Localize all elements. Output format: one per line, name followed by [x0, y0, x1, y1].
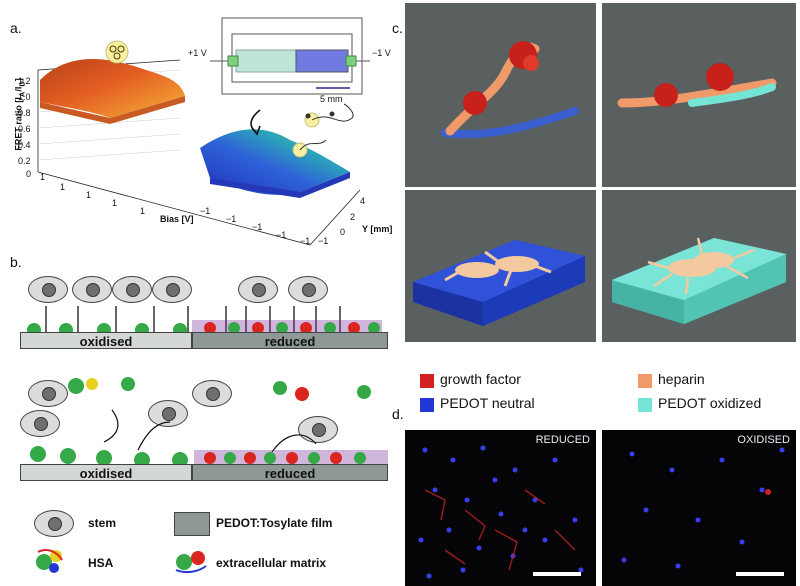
y-axis-label: Y [mm]	[362, 224, 393, 234]
protein-layer-bottom	[30, 377, 388, 474]
bias-axis-label: Bias [V]	[160, 214, 194, 224]
fret-surface-plot	[37, 17, 370, 246]
micrograph-reduced-label: REDUCED	[535, 434, 590, 446]
panel-letter-d: d.	[392, 406, 404, 422]
bias-tick: −1	[252, 222, 263, 232]
z-tick: 1.0	[18, 92, 31, 102]
legend-ecm-icon	[175, 551, 207, 574]
inset-scale-label: 5 mm	[320, 94, 343, 104]
tile-oxidized-molecules	[602, 3, 796, 187]
panel-c: c.	[392, 0, 800, 420]
cell	[288, 276, 328, 303]
fret-molecule-icon	[105, 40, 129, 64]
legend-hsa-icon	[36, 549, 63, 573]
bias-tick: 1	[140, 206, 146, 216]
z-tick: 0	[26, 169, 32, 179]
cell	[20, 410, 60, 437]
legend-film-label: PEDOT:Tosylate film	[216, 516, 333, 530]
bias-tick: 1	[112, 198, 118, 208]
panel-letter-a: a.	[10, 20, 22, 36]
cell	[152, 276, 192, 303]
legend-stem-label: stem	[88, 516, 117, 530]
panel-letter-b: b.	[10, 254, 22, 270]
bias-tick: 1	[40, 172, 46, 182]
oxidised-substrate-top: oxidised	[20, 332, 192, 349]
panel-letter-c: c.	[392, 20, 403, 36]
inset-left-voltage: +1 V	[188, 48, 207, 58]
legend-swatch	[420, 374, 434, 388]
bias-tick: −1	[200, 206, 211, 216]
cell	[112, 276, 152, 303]
z-tick: 1.2	[18, 76, 31, 86]
bias-tick: −1	[300, 236, 311, 246]
scale-bar	[533, 572, 581, 576]
legend-ecm-label: extracellular matrix	[216, 556, 327, 570]
bias-tick: −1	[276, 230, 287, 240]
cell	[28, 380, 68, 407]
reduced-substrate-bottom: reduced	[192, 464, 388, 481]
micrograph-oxidised: OXIDISED	[602, 430, 796, 586]
y-tick: 4	[360, 196, 366, 206]
z-tick: 0.6	[18, 124, 31, 134]
legend-label: growth factor	[440, 371, 521, 387]
legend-swatch	[638, 374, 652, 388]
cell	[192, 380, 232, 407]
scale-bar	[736, 572, 784, 576]
cell	[28, 276, 68, 303]
legend-label: heparin	[658, 371, 705, 387]
bias-tick: −1	[226, 214, 237, 224]
z-tick: 0.8	[18, 108, 31, 118]
tile-oxidized-cells	[602, 190, 796, 342]
legend-film-icon	[174, 512, 210, 536]
reduced-substrate-top: reduced	[192, 332, 388, 349]
panel-a: a.	[0, 0, 400, 250]
z-tick: 0.2	[18, 156, 31, 166]
bias-tick: 1	[86, 190, 92, 200]
cell	[238, 276, 278, 303]
y-tick: 0	[340, 227, 346, 237]
y-tick: −1	[318, 236, 329, 246]
device-inset	[210, 17, 370, 95]
y-tick: 2	[350, 212, 356, 222]
tile-neutral-molecules	[405, 3, 596, 187]
cell	[298, 416, 338, 443]
micrograph-oxidised-label: OXIDISED	[737, 434, 790, 446]
legend-swatch	[638, 398, 652, 412]
panel-b: b. oxidised reduced	[0, 250, 400, 586]
micrograph-reduced: REDUCED	[405, 430, 596, 586]
legend-label: PEDOT oxidized	[658, 395, 762, 411]
legend-stem-icon	[34, 510, 74, 537]
cell	[72, 276, 112, 303]
bias-tick: 1	[60, 182, 66, 192]
z-tick: 0.4	[18, 140, 31, 150]
legend-hsa-label: HSA	[88, 556, 114, 570]
legend-swatch	[420, 398, 434, 412]
oxidised-substrate-bottom: oxidised	[20, 464, 192, 481]
tile-neutral-cells	[405, 190, 596, 342]
panel-d: d. REDUCED	[392, 406, 800, 586]
legend-label: PEDOT neutral	[440, 395, 535, 411]
inset-right-voltage: −1 V	[372, 48, 391, 58]
